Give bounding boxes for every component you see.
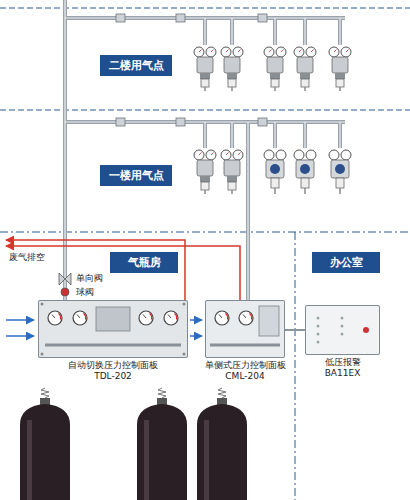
panel-label: 低压报警 BA11EX (317, 357, 369, 379)
alarm-unit: 低压报警 BA11EX (305, 305, 380, 355)
floor-line (0, 8, 410, 9)
band-label: 一楼用气点 (109, 168, 164, 183)
part-label: 废气排空 (8, 252, 46, 263)
band-label: 气瓶房 (128, 255, 161, 270)
panel-label: 自动切换压力控制面板 TDL-202 (63, 360, 163, 382)
floor-band: 一楼用气点 (100, 165, 172, 186)
control-panel: 单侧式压力控制面板 CML-204 (205, 300, 285, 358)
floor-line (0, 232, 410, 233)
control-panel: 自动切换压力控制面板 TDL-202 (38, 300, 188, 358)
gas-pipes (65, 0, 345, 300)
alarm-box (305, 305, 380, 355)
gas-cylinders (20, 398, 247, 500)
panel-label: 单侧式压力控制面板 CML-204 (199, 360, 291, 382)
room-band: 气瓶房 (110, 252, 178, 273)
band-label: 二楼用气点 (109, 58, 164, 73)
room-band: 办公室 (312, 252, 380, 273)
room-divider (295, 232, 296, 500)
band-label: 办公室 (330, 255, 363, 270)
floor-band: 二楼用气点 (100, 55, 172, 76)
cylinder-springs (41, 388, 226, 398)
check-valve (59, 273, 71, 285)
signal-wire (285, 329, 305, 331)
regulators-first-floor (194, 150, 351, 194)
exhaust-lines (6, 240, 240, 300)
ball-valve (61, 288, 69, 296)
part-label: 单向阀 (75, 273, 104, 284)
valve-symbols (59, 273, 71, 296)
part-label: 球阀 (75, 287, 95, 298)
tdl-panel-plate (38, 300, 188, 358)
cml-panel-plate (205, 300, 285, 358)
floor-line (0, 110, 410, 111)
regulators-second-floor (194, 47, 351, 91)
